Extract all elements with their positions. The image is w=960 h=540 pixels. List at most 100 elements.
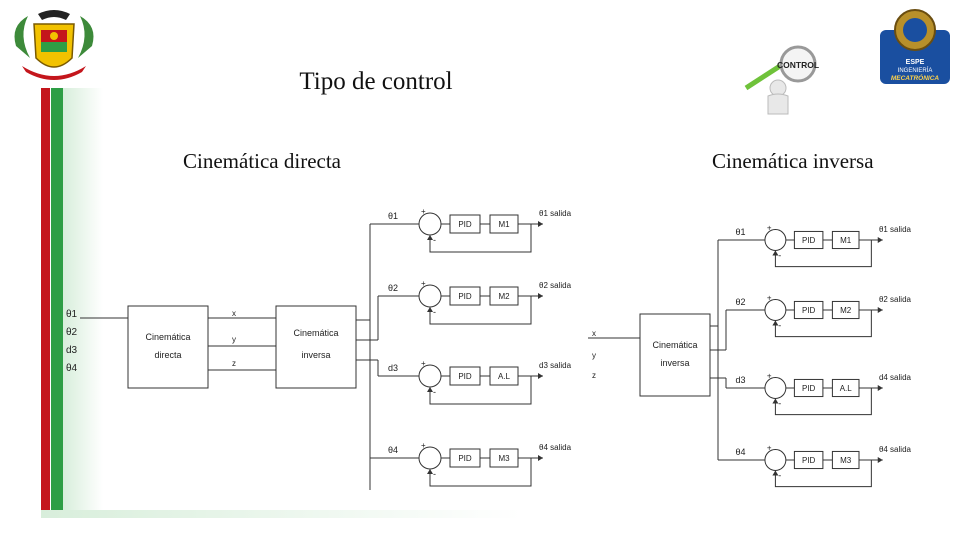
slide-title: Tipo de control [299, 68, 453, 95]
reference-label: θ1 [736, 227, 746, 237]
subtitle-inverse-kinematics: Cinemática inversa [712, 149, 874, 173]
input-theta1: θ1 [66, 309, 78, 320]
output-arrow [538, 373, 543, 379]
reference-label: θ2 [736, 297, 746, 307]
minus-sign: - [433, 469, 436, 479]
summing-junction [764, 299, 787, 321]
feedback-arrow [772, 250, 779, 256]
university-crest-icon [14, 10, 94, 80]
pid-label: PID [802, 306, 816, 315]
plus-sign: + [767, 224, 772, 233]
actuator-label: M1 [498, 220, 510, 229]
feedback-line [774, 310, 872, 338]
feedback-line [429, 224, 532, 253]
output-arrow [877, 237, 883, 243]
reference-label: d3 [736, 375, 746, 385]
reference-label: θ4 [388, 445, 398, 455]
red-side-bar [41, 88, 50, 518]
control-magnifier-figure: CONTROL [744, 45, 819, 115]
label-z: z [592, 371, 596, 380]
espe-mecatronica-badge: ESPE INGENIERÍA MECATRÓNICA [880, 9, 950, 84]
bottom-fade-bar [41, 510, 521, 518]
subtitle-direct-kinematics: Cinemática directa [183, 149, 342, 173]
label-x: x [592, 329, 596, 338]
minus-sign: - [778, 470, 781, 480]
input-theta2: θ2 [66, 327, 78, 338]
left-block-diagram: θ1 + - PID M1 θ1 salida θ2 + - PID M2 θ2 salida d3 + -… [66, 207, 572, 490]
feedback-line [429, 376, 532, 405]
summing-junction [418, 446, 442, 470]
summing-junction [764, 449, 787, 471]
plus-sign: + [421, 207, 426, 216]
direct-block-label-1: Cinemática [145, 332, 190, 342]
feedback-arrow [772, 398, 779, 404]
summing-junction [764, 229, 787, 251]
output-arrow [877, 385, 883, 391]
reference-label: d3 [388, 363, 398, 373]
feedback-arrow [427, 387, 433, 392]
minus-sign: - [778, 320, 781, 330]
green-side-bar [51, 88, 63, 518]
feedback-arrow [772, 470, 779, 476]
actuator-label: M3 [840, 456, 852, 465]
reference-label: θ1 [388, 211, 398, 221]
minus-sign: - [433, 235, 436, 245]
direct-kinematics-block [127, 305, 209, 389]
output-label: θ1 salida [879, 225, 912, 234]
output-label: θ1 salida [539, 209, 572, 218]
inverse-block-label-2: inversa [301, 350, 330, 360]
pid-label: PID [458, 292, 472, 301]
inverse-kinematics-block [275, 305, 357, 389]
inverse-block-label-1: Cinemática [652, 340, 697, 350]
plus-sign: + [767, 444, 772, 453]
plus-sign: + [421, 441, 426, 450]
plus-sign: + [421, 359, 426, 368]
reference-label: θ2 [388, 283, 398, 293]
plus-sign: + [421, 279, 426, 288]
feedback-arrow [772, 320, 779, 326]
output-label: d3 salida [539, 361, 572, 370]
summing-junction [764, 377, 787, 399]
output-label: θ2 salida [879, 295, 912, 304]
actuator-label: M3 [498, 454, 510, 463]
feedback-line [774, 388, 872, 416]
minus-sign: - [778, 398, 781, 408]
summing-junction [418, 364, 442, 388]
feedback-line [774, 460, 872, 488]
pid-label: PID [802, 456, 816, 465]
pid-label: PID [458, 454, 472, 463]
output-arrow [877, 307, 883, 313]
input-d3: d3 [66, 345, 78, 356]
feedback-arrow [427, 469, 433, 474]
reference-label: θ4 [736, 447, 746, 457]
plus-sign: + [767, 372, 772, 381]
actuator-label: A.L [498, 372, 511, 381]
summing-junction [418, 212, 442, 236]
inverse-block-label-2: inversa [660, 358, 689, 368]
inverse-kinematics-block [639, 313, 711, 397]
actuator-label: M2 [498, 292, 510, 301]
output-label: θ4 salida [539, 443, 572, 452]
actuator-label: A.L [840, 384, 853, 393]
feedback-arrow [427, 235, 433, 240]
plus-sign: + [767, 294, 772, 303]
minus-sign: - [433, 307, 436, 317]
actuator-label: M2 [840, 306, 852, 315]
direct-block-label-2: directa [154, 350, 181, 360]
label-y: y [592, 351, 596, 360]
output-arrow [538, 293, 543, 299]
feedback-line [429, 458, 532, 487]
output-arrow [877, 457, 883, 463]
pid-label: PID [458, 220, 472, 229]
label-x: x [232, 309, 236, 318]
minus-sign: - [433, 387, 436, 397]
svg-text:INGENIERÍA: INGENIERÍA [898, 67, 933, 74]
input-theta4: θ4 [66, 363, 78, 374]
output-label: θ2 salida [539, 281, 572, 290]
output-label: θ4 salida [879, 445, 912, 454]
minus-sign: - [778, 250, 781, 260]
output-arrow [538, 455, 543, 461]
feedback-arrow [427, 307, 433, 312]
pid-label: PID [802, 384, 816, 393]
summing-junction [418, 284, 442, 308]
